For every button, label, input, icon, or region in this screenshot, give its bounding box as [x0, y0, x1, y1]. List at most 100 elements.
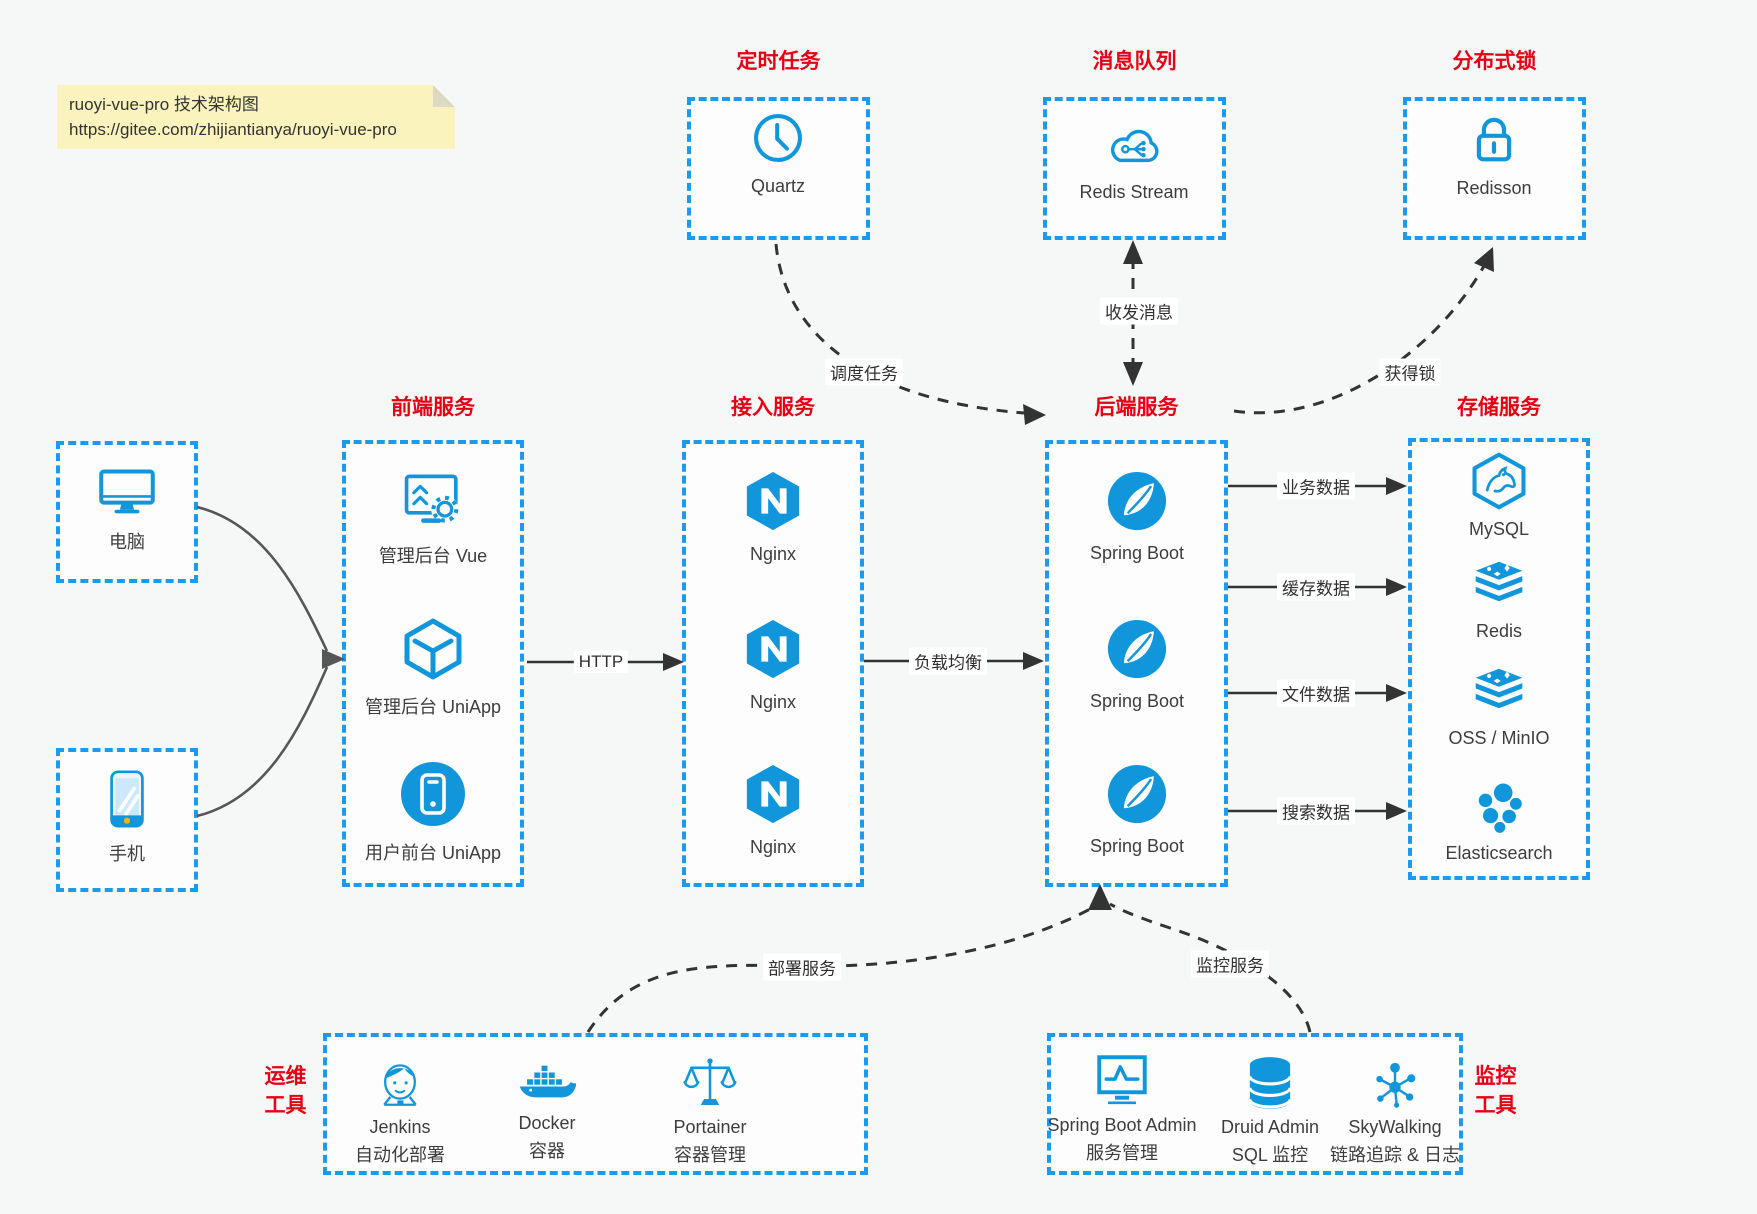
- storage-group-title: 存储服务: [1457, 396, 1541, 419]
- node-mysql: MySQL: [1394, 452, 1604, 540]
- node-phone: 手机: [22, 770, 232, 866]
- node-name: SkyWalking: [1348, 1117, 1442, 1137]
- node-label: Spring Boot: [1089, 836, 1185, 856]
- node-spring-boot-1: Spring Boot: [1032, 471, 1242, 564]
- mq-group-box: [1043, 97, 1226, 240]
- note-title: ruoyi-vue-pro 技术架构图: [69, 95, 259, 114]
- scheduled-group-box: [687, 97, 870, 240]
- nginx-icon: [744, 618, 802, 680]
- nginx-icon: [744, 763, 802, 825]
- node-name: Spring Boot Admin: [1047, 1115, 1197, 1135]
- object-storage-stack-icon: [1470, 667, 1528, 719]
- node-label: OSS / MinIO: [1448, 728, 1550, 748]
- node-redisson: Redisson: [1389, 114, 1599, 199]
- redis-stack-icon: [1470, 560, 1528, 612]
- mysql-dolphin-icon: [1470, 452, 1528, 510]
- node-skywalking: SkyWalking 链路追踪 & 日志: [1290, 1058, 1500, 1166]
- node-label: 电脑: [109, 532, 145, 552]
- edge-acquire-lock: [1233, 247, 1494, 415]
- scales-icon: [683, 1056, 737, 1110]
- lock-group-title: 分布式锁: [1452, 50, 1537, 73]
- node-label: 管理后台 Vue: [378, 546, 488, 566]
- edge-monitor: [1109, 902, 1312, 1033]
- node-label: 手机: [109, 844, 145, 864]
- note-fold-corner: [433, 85, 455, 107]
- cloud-stream-icon: [1103, 118, 1165, 170]
- spring-leaf-icon: [1107, 764, 1167, 824]
- node-label: Spring Boot: [1089, 543, 1185, 563]
- node-uniapp-user: 用户前台 UniApp: [328, 761, 538, 865]
- node-label: Redisson: [1456, 178, 1532, 198]
- scheduled-group-title: 定时任务: [736, 50, 821, 73]
- node-vue-admin: 管理后台 Vue: [328, 472, 538, 568]
- node-label: Nginx: [749, 692, 797, 712]
- mq-group-title: 消息队列: [1092, 50, 1177, 73]
- node-label: 用户前台 UniApp: [364, 843, 502, 863]
- node-elasticsearch: Elasticsearch: [1394, 781, 1604, 864]
- edge-label-cache-data: 缓存数据: [1277, 573, 1355, 601]
- edge-label-search-data: 搜索数据: [1277, 797, 1355, 825]
- node-spring-boot-3: Spring Boot: [1032, 764, 1242, 857]
- nginx-icon: [744, 470, 802, 532]
- node-desc: 容器管理: [674, 1145, 746, 1165]
- edge-label-load-balance: 负载均衡: [909, 647, 987, 675]
- node-druid: Druid Admin SQL 监控: [1165, 1056, 1375, 1166]
- node-redis: Redis: [1394, 560, 1604, 642]
- node-redis-stream: Redis Stream: [1029, 118, 1239, 203]
- node-name: Portainer: [673, 1117, 747, 1137]
- edge-label-deploy: 部署服务: [763, 953, 841, 981]
- node-spring-boot-2: Spring Boot: [1032, 619, 1242, 712]
- monitor-pulse-icon: [1094, 1052, 1150, 1108]
- edge-label-biz-data: 业务数据: [1277, 472, 1355, 500]
- node-label: 管理后台 UniApp: [364, 697, 502, 717]
- spring-leaf-icon: [1107, 471, 1167, 531]
- monitor-group-title: 监控 工具: [1458, 1062, 1533, 1120]
- node-label: MySQL: [1468, 519, 1529, 539]
- edge-label-http: HTTP: [573, 651, 629, 673]
- node-label: Redis Stream: [1079, 182, 1189, 202]
- monitor-title-line1: 监控: [1474, 1065, 1517, 1088]
- edge-label-file-data: 文件数据: [1277, 679, 1355, 707]
- node-computer: 电脑: [22, 468, 232, 554]
- node-desc: 服务管理: [1086, 1143, 1158, 1163]
- node-nginx-2: Nginx: [668, 618, 878, 713]
- edge-label-schedule: 调度任务: [825, 358, 903, 386]
- edge-label-messaging: 收发消息: [1100, 297, 1178, 325]
- node-docker: Docker 容器: [442, 1058, 652, 1162]
- node-nginx-3: Nginx: [668, 763, 878, 858]
- node-label: Redis: [1475, 621, 1523, 641]
- edge-messaging: [1123, 240, 1143, 386]
- edge-label-acquire-lock: 获得锁: [1379, 358, 1441, 386]
- admin-dashboard-gear-icon: [402, 472, 464, 530]
- ops-title-line2: 工具: [264, 1094, 307, 1117]
- database-icon: [1247, 1056, 1293, 1110]
- node-label: Quartz: [750, 176, 806, 196]
- ops-title-line1: 运维: [264, 1065, 307, 1088]
- node-name: Druid Admin: [1220, 1117, 1320, 1137]
- gateway-group-title: 接入服务: [731, 396, 815, 419]
- elasticsearch-cluster-icon: [1472, 781, 1526, 835]
- node-jenkins: Jenkins 自动化部署: [295, 1054, 505, 1166]
- monitor-title-line2: 工具: [1474, 1094, 1517, 1117]
- lock-icon: [1470, 114, 1518, 166]
- spring-leaf-icon: [1107, 619, 1167, 679]
- edge-schedule: [774, 243, 1046, 425]
- node-desc: 容器: [529, 1141, 565, 1161]
- storage-group-box: [1408, 438, 1590, 880]
- trace-network-icon: [1369, 1058, 1421, 1110]
- cube-icon: [401, 617, 465, 681]
- backend-group-title: 后端服务: [1094, 396, 1179, 419]
- edge-label-monitor: 监控服务: [1191, 950, 1269, 978]
- frontend-group-title: 前端服务: [391, 396, 475, 419]
- node-desc: SQL 监控: [1231, 1145, 1309, 1165]
- sticky-note: ruoyi-vue-pro 技术架构图 https://gitee.com/zh…: [57, 85, 455, 149]
- node-desc: 链路追踪 & 日志: [1329, 1145, 1460, 1165]
- node-label: Nginx: [749, 544, 797, 564]
- node-uniapp-admin: 管理后台 UniApp: [328, 617, 538, 719]
- node-label: Spring Boot: [1089, 691, 1185, 711]
- computer-icon: [98, 468, 156, 516]
- node-oss-minio: OSS / MinIO: [1394, 667, 1604, 749]
- node-name: Docker: [518, 1113, 576, 1133]
